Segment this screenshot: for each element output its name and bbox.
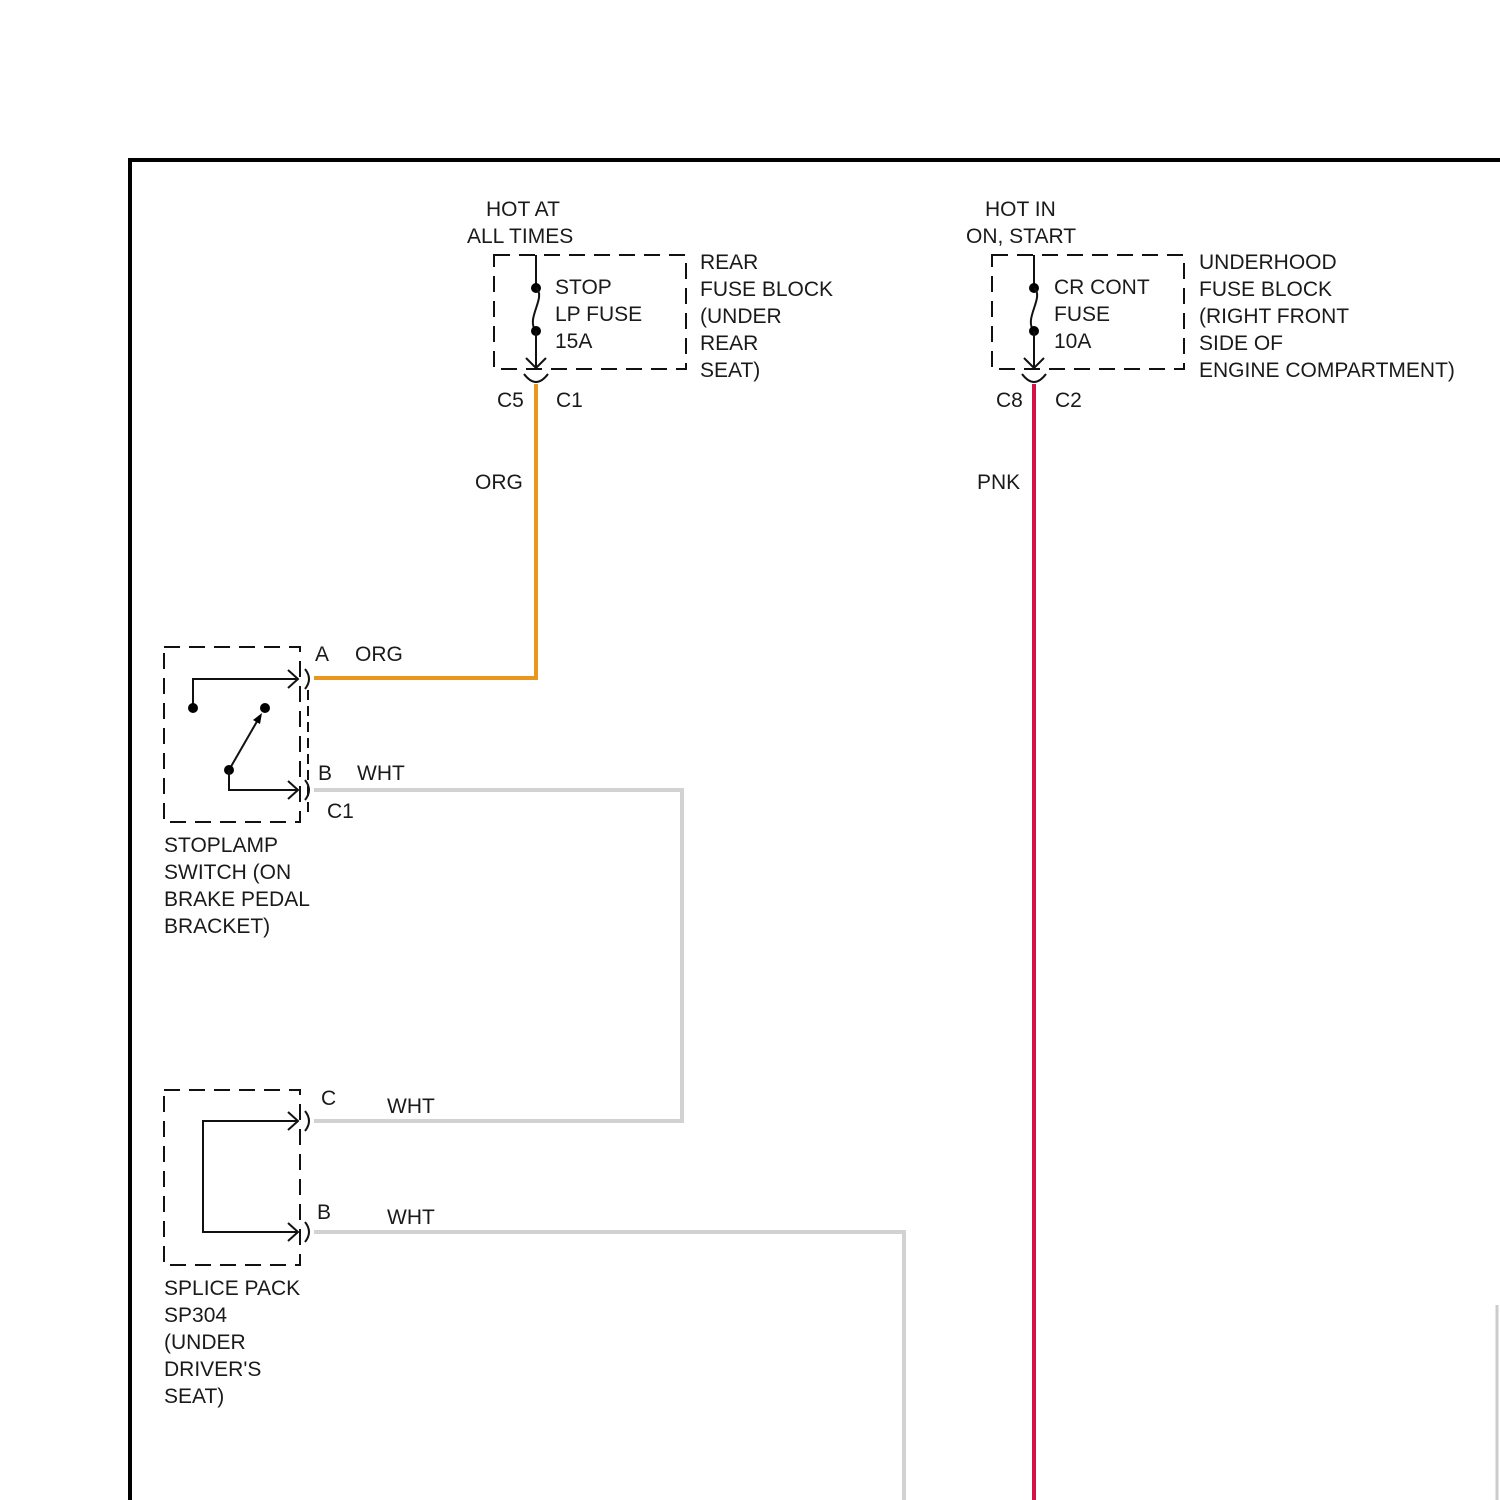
underhood-fuse-block-line5: ENGINE COMPARTMENT) (1199, 359, 1455, 382)
splice-pack-group: C WHT B WHT SPLICE PACK SP304 (UNDER DRI… (164, 1087, 435, 1408)
org-wire-label-vertical: ORG (475, 471, 523, 494)
cr-fuse-connector-right: C2 (1055, 389, 1082, 412)
stoplamp-switch-label-line1: STOPLAMP (164, 834, 278, 857)
cr-fuse-name-line2: FUSE (1054, 303, 1110, 326)
switch-blade (229, 718, 259, 770)
stop-fuse-name-line3: 15A (555, 330, 592, 353)
stoplamp-switch-label-line2: SWITCH (ON (164, 861, 291, 884)
stop-fuse-power-line1: HOT AT (486, 198, 560, 221)
wht-wire-splice-output (314, 1232, 904, 1500)
switch-pin-a-symbol (305, 669, 309, 689)
rear-fuse-block-line1: REAR (700, 251, 758, 274)
stop-fuse-connector-left: C5 (497, 389, 524, 412)
splice-pack-label-line5: SEAT) (164, 1385, 224, 1408)
switch-connector-label: C1 (327, 800, 354, 823)
switch-pin-a-wire-label: ORG (355, 643, 403, 666)
stoplamp-switch-label-line3: BRAKE PEDAL (164, 888, 310, 911)
stop-fuse-element (533, 288, 539, 331)
cr-fuse-connector-left: C8 (996, 389, 1023, 412)
switch-contact-open (260, 703, 270, 713)
switch-blade-arrow (253, 713, 262, 724)
splice-pin-b-symbol (305, 1222, 309, 1242)
stop-fuse-power-line2: ALL TIMES (467, 225, 573, 248)
splice-pack-label-line3: (UNDER (164, 1331, 246, 1354)
splice-internal-bus (203, 1121, 298, 1232)
underhood-fuse-block-line3: (RIGHT FRONT (1199, 305, 1349, 328)
cr-fuse-power-line1: HOT IN (985, 198, 1056, 221)
switch-terminal-b-line (229, 770, 298, 790)
splice-pack-label-line4: DRIVER'S (164, 1358, 261, 1381)
stop-fuse-connector-symbol (524, 374, 548, 382)
splice-pin-b-wire-label: WHT (387, 1206, 435, 1229)
cr-fuse-power-line2: ON, START (966, 225, 1076, 248)
org-wire (314, 384, 536, 678)
cr-cont-fuse-group: HOT IN ON, START CR CONT FUSE 10A UNDERH… (966, 198, 1455, 494)
stop-lp-fuse-group: HOT AT ALL TIMES STOP LP FUSE 15A REAR F… (467, 198, 833, 494)
splice-pin-b-label: B (317, 1201, 331, 1224)
splice-pin-c-symbol (305, 1111, 309, 1131)
wht-wire-switch-to-splice (314, 790, 682, 1121)
stop-fuse-connector-right: C1 (556, 389, 583, 412)
stop-fuse-name-line1: STOP (555, 276, 612, 299)
cr-fuse-connector-symbol (1022, 374, 1046, 382)
switch-contact-fixed (188, 703, 198, 713)
rear-fuse-block-line2: FUSE BLOCK (700, 278, 833, 301)
underhood-fuse-block-line1: UNDERHOOD (1199, 251, 1337, 274)
pnk-wire-label: PNK (977, 471, 1020, 494)
switch-terminal-a-line (193, 679, 298, 708)
rear-fuse-block-line5: SEAT) (700, 359, 760, 382)
stoplamp-switch-label-line4: BRACKET) (164, 915, 270, 938)
rear-fuse-block-line3: (UNDER (700, 305, 782, 328)
splice-pin-c-label: C (321, 1087, 336, 1110)
switch-pin-a-label: A (315, 643, 329, 666)
splice-pack-label-line2: SP304 (164, 1304, 227, 1327)
cr-fuse-name-line3: 10A (1054, 330, 1091, 353)
stop-fuse-name-line2: LP FUSE (555, 303, 642, 326)
splice-pack-outline (164, 1090, 300, 1265)
stoplamp-switch-outline (164, 647, 300, 822)
underhood-fuse-block-line2: FUSE BLOCK (1199, 278, 1332, 301)
switch-pin-b-wire-label: WHT (357, 762, 405, 785)
cr-fuse-element (1031, 288, 1037, 331)
underhood-fuse-block-line4: SIDE OF (1199, 332, 1283, 355)
splice-pin-c-wire-label: WHT (387, 1095, 435, 1118)
switch-pin-b-label: B (318, 762, 332, 785)
splice-pack-label-line1: SPLICE PACK (164, 1277, 300, 1300)
rear-fuse-block-line4: REAR (700, 332, 758, 355)
cr-fuse-name-line1: CR CONT (1054, 276, 1150, 299)
